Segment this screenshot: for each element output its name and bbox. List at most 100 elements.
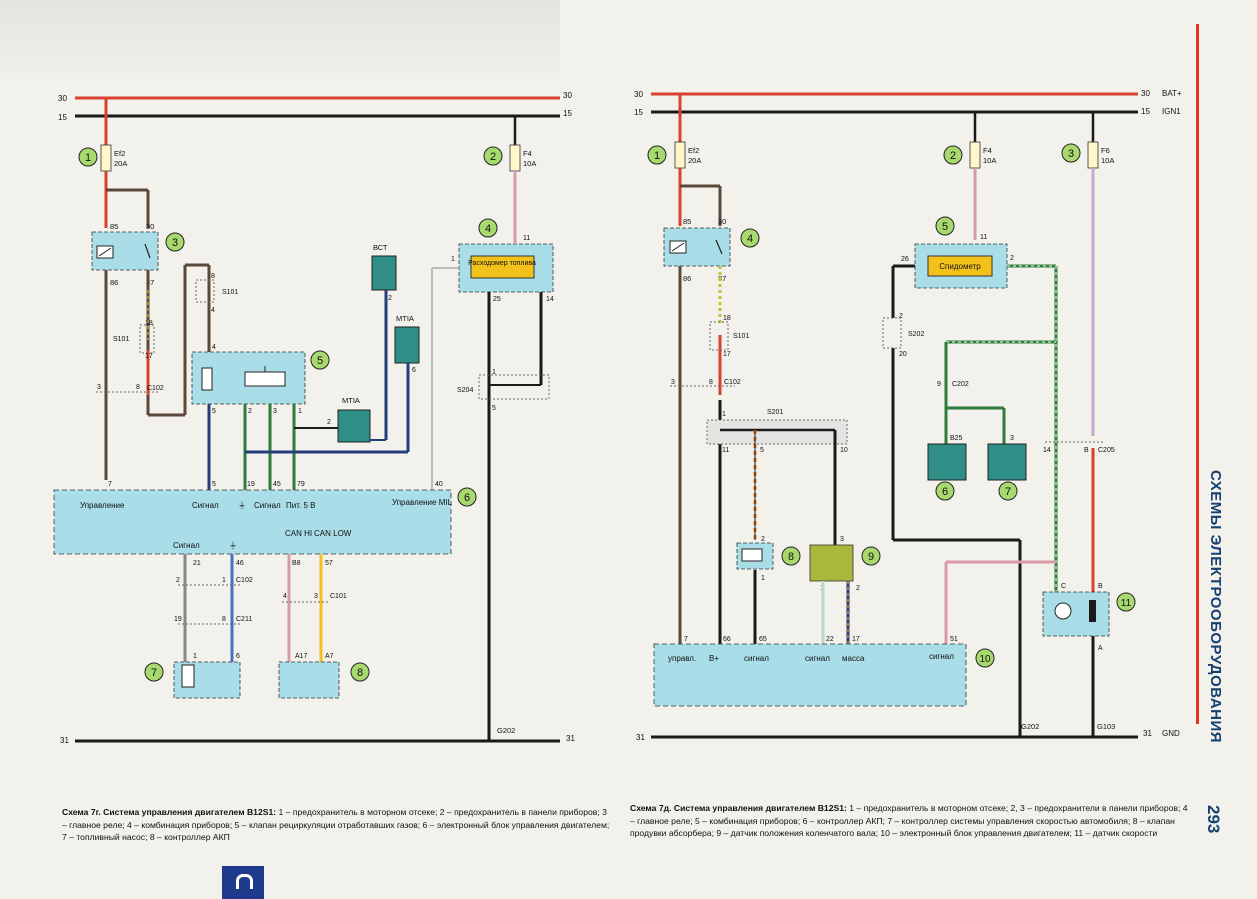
svg-text:2: 2	[248, 408, 252, 415]
svg-text:A: A	[1098, 645, 1103, 652]
svg-text:1: 1	[722, 411, 726, 418]
svg-text:86: 86	[683, 274, 691, 283]
svg-text:B25: B25	[950, 435, 963, 442]
left-bus-15-label-r: 15	[563, 109, 572, 118]
svg-text:85: 85	[683, 217, 691, 226]
left-bus-30-label-r: 30	[563, 91, 572, 100]
page-number-text: 293	[1204, 805, 1223, 834]
svg-text:2: 2	[761, 536, 765, 543]
svg-text:6: 6	[464, 492, 470, 504]
svg-text:3: 3	[1068, 148, 1074, 160]
right-diagram: 30 15 31 30 BAT+ 15 IGN1 31 GND Ef2 20A …	[634, 89, 1182, 742]
svg-text:CAN LOW: CAN LOW	[314, 529, 352, 538]
svg-text:17: 17	[852, 636, 860, 643]
svg-text:30: 30	[146, 222, 154, 231]
svg-text:сигнал: сигнал	[929, 652, 954, 661]
svg-text:30: 30	[718, 217, 726, 226]
svg-text:8: 8	[357, 667, 363, 679]
svg-text:C102: C102	[236, 577, 253, 584]
bookmark-icon	[236, 874, 253, 889]
svg-text:Сигнал: Сигнал	[254, 501, 281, 510]
svg-text:Управление MIL: Управление MIL	[392, 498, 453, 507]
svg-text:2: 2	[1010, 255, 1014, 262]
svg-text:11: 11	[523, 235, 530, 242]
svg-text:19: 19	[174, 616, 182, 623]
svg-text:F4: F4	[983, 146, 992, 155]
svg-text:Ef2: Ef2	[114, 149, 125, 158]
svg-text:BAT+: BAT+	[1162, 89, 1182, 98]
section-title-text: СХЕМЫ ЭЛЕКТРООБОРУДОВАНИЯ	[1207, 470, 1224, 744]
svg-text:9: 9	[937, 381, 941, 388]
svg-text:8: 8	[211, 273, 215, 280]
left-sensor-bct	[371, 255, 397, 291]
svg-text:5: 5	[317, 355, 323, 367]
svg-text:30: 30	[634, 90, 643, 99]
svg-text:3: 3	[1010, 435, 1014, 442]
svg-text:46: 46	[236, 560, 244, 567]
right-caption-title: Схема 7д. Система управления двигателем …	[630, 803, 847, 813]
svg-text:10A: 10A	[983, 156, 996, 165]
svg-text:S101: S101	[222, 289, 238, 296]
svg-text:10: 10	[979, 654, 991, 665]
svg-text:65: 65	[759, 636, 767, 643]
svg-text:8: 8	[136, 384, 140, 391]
svg-text:40: 40	[435, 481, 443, 488]
svg-text:сигнал: сигнал	[805, 654, 830, 663]
svg-text:14: 14	[546, 296, 554, 303]
svg-text:31: 31	[1143, 729, 1152, 738]
svg-text:C102: C102	[147, 385, 164, 392]
svg-text:4: 4	[212, 344, 216, 351]
svg-text:3: 3	[840, 536, 844, 543]
svg-text:C202: C202	[952, 381, 969, 388]
left-fuse-f4	[509, 144, 521, 172]
svg-text:2: 2	[327, 419, 331, 426]
svg-text:15: 15	[1141, 107, 1150, 116]
svg-text:66: 66	[723, 636, 731, 643]
svg-text:30: 30	[1141, 89, 1150, 98]
svg-text:1: 1	[298, 408, 302, 415]
svg-text:1: 1	[654, 150, 660, 162]
left-bus-31-label-l: 31	[60, 736, 69, 745]
svg-text:G202: G202	[497, 726, 515, 735]
svg-text:2: 2	[899, 313, 903, 320]
svg-text:G202: G202	[1021, 722, 1039, 731]
svg-text:масса: масса	[842, 654, 865, 663]
svg-text:B: B	[1098, 583, 1103, 590]
svg-text:22: 22	[826, 636, 834, 643]
svg-text:Ef2: Ef2	[688, 146, 699, 155]
svg-text:45: 45	[273, 481, 281, 488]
svg-text:управл.: управл.	[668, 654, 696, 663]
svg-text:CAN HI: CAN HI	[285, 529, 312, 538]
svg-text:C101: C101	[330, 593, 347, 600]
red-margin-line	[1196, 24, 1199, 724]
svg-text:10: 10	[840, 447, 848, 454]
left-caption-title: Схема 7г. Система управления двигателем …	[62, 807, 277, 817]
svg-text:18: 18	[723, 315, 731, 322]
svg-text:G103: G103	[1097, 722, 1115, 731]
left-diagram: 30 30 15 15 31 31 Ef2 20A F4 10A	[53, 91, 575, 745]
svg-text:1: 1	[85, 152, 91, 164]
svg-text:7: 7	[151, 667, 157, 679]
svg-text:S101: S101	[733, 333, 749, 340]
svg-text:1: 1	[222, 577, 226, 584]
svg-text:F4: F4	[523, 149, 532, 158]
bookmark-tab	[222, 866, 264, 899]
svg-text:87: 87	[718, 274, 726, 283]
left-callouts: 1 2 3 4 5 6 7 8	[78, 146, 503, 682]
svg-text:17: 17	[145, 353, 153, 360]
svg-text:3: 3	[671, 379, 675, 386]
svg-text:3: 3	[273, 408, 277, 415]
svg-text:A17: A17	[295, 653, 308, 660]
svg-text:20A: 20A	[114, 159, 127, 168]
svg-text:87: 87	[146, 278, 154, 287]
svg-text:26: 26	[901, 256, 909, 263]
svg-text:1: 1	[193, 653, 197, 660]
svg-text:15: 15	[634, 108, 643, 117]
svg-text:51: 51	[950, 636, 958, 643]
svg-text:20A: 20A	[688, 156, 701, 165]
svg-text:GND: GND	[1162, 729, 1180, 738]
svg-text:21: 21	[193, 560, 201, 567]
svg-text:85: 85	[110, 222, 118, 231]
